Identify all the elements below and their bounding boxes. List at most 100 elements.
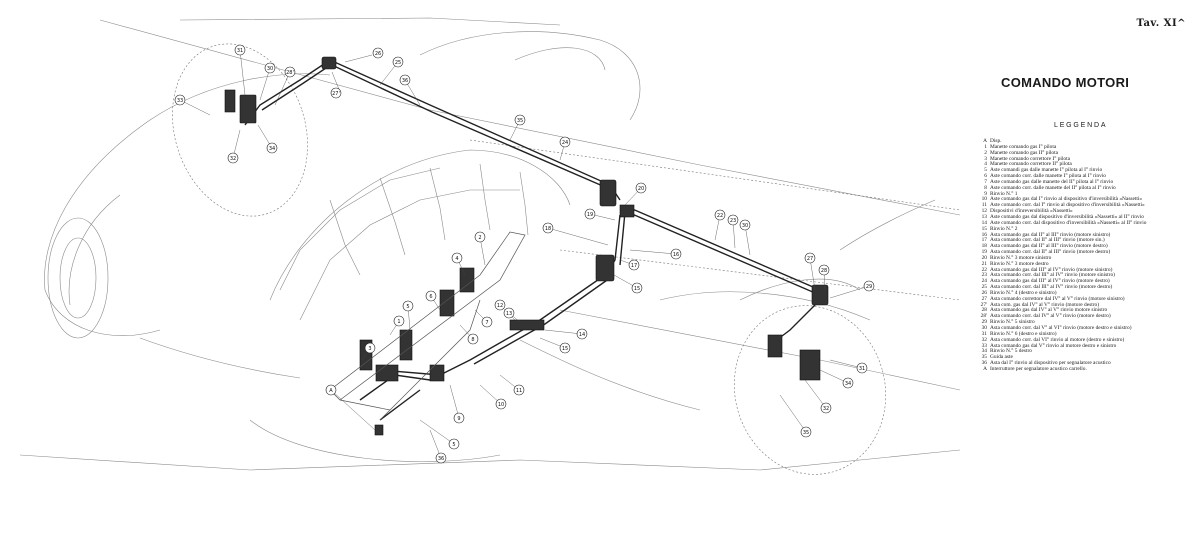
legend-item-text: Interruttore per segnalatore acustico ca… <box>990 365 1087 372</box>
callout-label: 7 <box>485 320 488 326</box>
legend-item-key: 28 <box>981 307 987 314</box>
legend-item-key: A <box>983 365 987 372</box>
callout-circle <box>435 452 447 464</box>
callout-c31b: 31 <box>856 362 868 374</box>
callout-label: 24 <box>562 140 568 146</box>
legend-item-text: Aste comando corr. dalle manette I° pilo… <box>990 173 1106 180</box>
callout-label: 25 <box>395 60 401 66</box>
legend-item-key: 22 <box>981 266 987 273</box>
callout-c17: 17 <box>628 259 640 271</box>
callout-c32a: 32 <box>227 152 239 164</box>
callout-c6: 6 <box>425 290 437 302</box>
legend-item-key: 4 <box>984 161 987 168</box>
legend-item-key: 13 <box>981 213 987 220</box>
callout-label: 31 <box>859 366 865 372</box>
legend-item-text: Aste comando corr. dal I° rinvio al disp… <box>990 202 1145 209</box>
callout-c2: 2 <box>474 231 486 243</box>
callout-c1: 1 <box>393 315 405 327</box>
callout-circle <box>631 282 643 294</box>
legend-item-text: Manette comando correttore I° pilota <box>990 155 1070 162</box>
callout-circle <box>714 209 726 221</box>
legend-item-text: Rinvio N.° 5 destro <box>990 348 1032 355</box>
callout-c15: 15 <box>631 282 643 294</box>
callout-c34a: 34 <box>266 142 278 154</box>
legend-item-text: Aste comando gas dalle manette del II° p… <box>990 178 1114 185</box>
callout-c16: 16 <box>670 248 682 260</box>
callout-c35b: 35 <box>800 426 812 438</box>
callout-label: 22 <box>717 213 723 219</box>
callout-label: 14 <box>579 332 585 338</box>
callout-label: 35 <box>803 430 809 436</box>
legend-item-text: Asta comando gas dal III° al IV° rinvio … <box>990 278 1110 285</box>
legend-item-key: 7 <box>984 178 987 185</box>
callout-label: 29 <box>866 284 872 290</box>
callout-label: 20 <box>638 186 644 192</box>
legend-item-key: 8 <box>984 184 987 191</box>
callout-c23: 23 <box>727 214 739 226</box>
callout-label: 16 <box>673 252 679 258</box>
callout-circle <box>266 142 278 154</box>
callout-c31a: 31 <box>234 44 246 56</box>
legend-item-text: Aste comando corr. dalle manette del II°… <box>990 184 1116 191</box>
callout-c35a: 35 <box>514 114 526 126</box>
legend-item-key: A <box>983 138 987 144</box>
legend-item-key: 31 <box>981 330 987 337</box>
callout-circle <box>453 412 465 424</box>
callout-circle <box>818 264 830 276</box>
legend-item-key: 28' <box>980 313 987 320</box>
callout-circle <box>635 182 647 194</box>
callout-label: 28' <box>286 70 294 76</box>
callout-c36a: 36 <box>399 74 411 86</box>
legend-item-key: 1 <box>984 143 987 150</box>
legend-item-key: 32 <box>981 336 987 343</box>
legend-item-text: Rinvio N.° 2 <box>990 225 1018 232</box>
legend-item-key: 9 <box>984 190 987 197</box>
legend-item-key: 34 <box>981 348 987 355</box>
legend-item-text: Manette comando gas I° pilota <box>990 143 1057 150</box>
legend-item-text: Asta comando gas dal II° al III° rinvio … <box>990 231 1111 238</box>
legend-item-key: 6 <box>984 173 987 180</box>
callout-label: 5 <box>406 304 409 310</box>
legend-item-text: Asta comando correttore dal IV° al V° ri… <box>990 295 1125 302</box>
callout-c36b: 36 <box>435 452 447 464</box>
legend-item-key: 3 <box>984 155 987 162</box>
callout-label: 27' <box>332 91 340 97</box>
legend-item-text: Manette comando gas II° pilota <box>990 149 1059 156</box>
callout-label: 18 <box>545 226 551 232</box>
callout-c281a: 28' <box>284 66 296 78</box>
callout-circle <box>392 56 404 68</box>
callout-circle <box>481 316 493 328</box>
legend-item-text: Rinvio N.° 4 (destro e sinistro) <box>990 289 1057 296</box>
callout-label: 6 <box>429 294 432 300</box>
callout-label: 15 <box>634 286 640 292</box>
callout-circle <box>174 94 186 106</box>
legend-item-key: 36 <box>981 360 987 367</box>
callout-label: 30 <box>742 223 748 229</box>
legend-item-text: Rinvio N.° 5 sinistro <box>990 319 1035 326</box>
callout-circle <box>820 402 832 414</box>
callout-label: 4 <box>455 256 458 262</box>
callout-c22: 22 <box>714 209 726 221</box>
callout-label: 26 <box>375 51 381 57</box>
callout-circle <box>234 44 246 56</box>
aircraft-outline <box>19 17 961 471</box>
callout-c27b: 27 <box>804 252 816 264</box>
callout-c11: 11 <box>513 384 525 396</box>
legend-item-key: 21 <box>981 260 987 267</box>
legend-item-text: Asta comando gas dal IV° al V° rinvio mo… <box>990 307 1108 314</box>
callout-circle <box>514 114 526 126</box>
linkage-mechanisms <box>224 56 829 436</box>
callout-c30b: 30 <box>739 219 751 231</box>
callout-circle <box>584 208 596 220</box>
